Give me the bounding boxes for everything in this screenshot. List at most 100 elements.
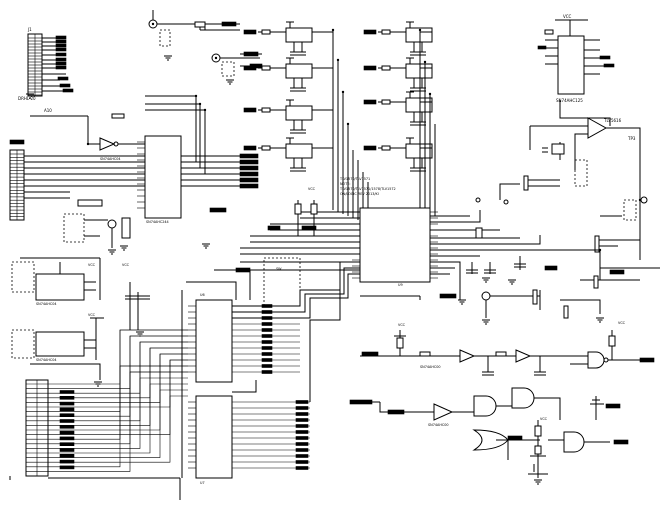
osc-ic-part-label: SN74AHC125 (556, 98, 583, 103)
net-label (261, 328, 273, 332)
net-label (295, 418, 309, 422)
net-label (59, 442, 75, 447)
buffer-chain-top: SN74AHC00 VCC (360, 323, 570, 376)
net-label (261, 340, 273, 344)
switch-wiring (378, 147, 432, 168)
supply-tap (286, 99, 294, 106)
note-line-4: ON/LOGIC REV 2013/KI (340, 192, 379, 196)
resistor (261, 145, 271, 151)
supply-tap (406, 21, 414, 28)
switch-wiring (378, 67, 432, 88)
net-label (59, 407, 75, 412)
bnc-output (481, 291, 491, 301)
analog-switch (285, 27, 313, 43)
switch-wiring (258, 67, 333, 88)
ground-symbol (482, 319, 490, 325)
bus-wire (48, 371, 188, 472)
vcc-label-caps: VCC (122, 263, 130, 267)
ground-symbol (596, 317, 604, 323)
capacitor (290, 129, 306, 134)
net-label (59, 401, 75, 406)
vcc-label-gate: VCC (398, 323, 406, 327)
bus-wire (48, 359, 188, 463)
u1-part-label: SN74AHC04 (100, 157, 121, 161)
resistor (381, 29, 391, 35)
latch-u6: U6 (188, 293, 233, 383)
ground-symbol (508, 279, 516, 285)
capacitor (290, 87, 306, 92)
bus-wire (48, 353, 188, 458)
switch-wiring (378, 101, 432, 122)
j1-signal-tags (42, 35, 74, 93)
net-label (363, 145, 377, 151)
clock-jumper-area (63, 199, 131, 248)
net-label (363, 65, 377, 71)
supply-tap (406, 91, 414, 98)
switch-wiring (258, 109, 333, 130)
gate-group-bottom: SN74AHC00 VCC (349, 387, 629, 478)
net-label (261, 352, 273, 356)
switch-wiring (258, 31, 333, 52)
connector-bottom-left (25, 379, 49, 477)
vcc-label-osc: VCC (563, 14, 572, 19)
ic-u-osc-top-right: SN74AHC125 VCC (537, 14, 615, 103)
net-label (261, 322, 273, 326)
junction-dot (346, 122, 350, 126)
net-label (59, 459, 75, 464)
switch-wiring (378, 31, 432, 52)
net-label (295, 448, 309, 452)
u4-part-label: SN74AHC04 (36, 302, 57, 306)
u7-label: U7 (200, 481, 205, 485)
capacitor (410, 167, 426, 172)
opamp-part-label: TLV5616 (603, 118, 622, 123)
analog-switch-bank-right (363, 21, 433, 172)
inverter-u1: A10 SN74AHC04 (30, 108, 145, 161)
test-point-tp1 (475, 197, 481, 203)
resistor (381, 65, 391, 71)
capacitor (290, 167, 306, 172)
net-label (59, 453, 75, 458)
ground-symbol (534, 479, 542, 485)
resistor (381, 145, 391, 151)
net-label (295, 436, 309, 440)
ground-symbol (458, 299, 466, 305)
junction-dot (203, 108, 207, 112)
nand-u11: VCC (570, 321, 655, 369)
vcc-label-adc: VCC (308, 187, 316, 191)
net-label (295, 412, 309, 416)
bus-wire (48, 359, 188, 408)
net-label (59, 419, 75, 423)
dip-switch-label: SW (276, 267, 282, 271)
net-label (59, 436, 75, 441)
junction-dot (341, 90, 345, 94)
net-label (295, 406, 309, 410)
ground-symbol (136, 331, 144, 337)
note-line-3: TLV1570/TLV1571/1578/TLV1572 (339, 187, 396, 191)
adc-ic-label: U9 (398, 283, 403, 287)
header-right-mid (499, 175, 648, 260)
bus-wire (48, 341, 188, 449)
ground-symbol (226, 79, 234, 85)
note-line-1: TLV1570/TLV1571 (339, 177, 370, 181)
net-label (295, 442, 309, 446)
connector-j1-label: J1 (27, 27, 32, 32)
net-label (59, 448, 75, 452)
resistor (261, 29, 271, 35)
supply-tap (286, 137, 294, 144)
analog-switch (405, 63, 433, 79)
ground-symbol (108, 249, 116, 255)
net-label (295, 400, 309, 404)
u6-label: U6 (200, 293, 205, 297)
vcc-label-bottom: VCC (540, 417, 548, 421)
net-label (261, 346, 273, 350)
vcc-label-u5: VCC (88, 313, 96, 317)
reference-opamp: TLV5616 TP3 (529, 100, 641, 200)
net-label (59, 424, 75, 429)
j1-a-label: A10 (44, 108, 52, 113)
resistor (381, 99, 391, 105)
ground-symbol (120, 245, 128, 251)
ground-symbol (164, 55, 172, 61)
net-label (243, 145, 257, 151)
buffer-u2: SN74AHC244 (137, 135, 182, 224)
